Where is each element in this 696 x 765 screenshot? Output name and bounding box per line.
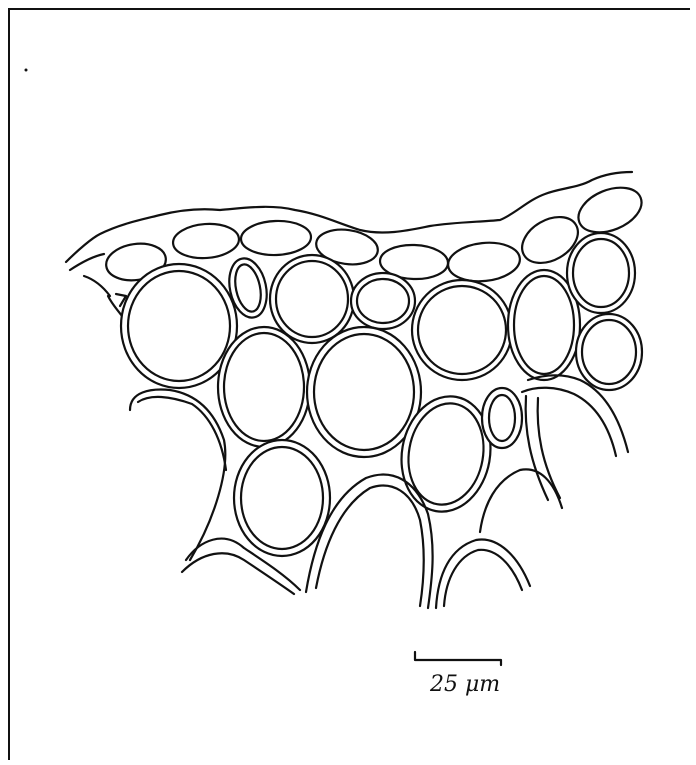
- cortex-cell-lumen: [276, 261, 348, 337]
- cortex-cell-lumen: [418, 286, 506, 374]
- edge-fragment: [84, 276, 126, 316]
- cortex-cells: [121, 233, 642, 556]
- epidermal-cell: [172, 222, 240, 261]
- cortex-cell-lumen: [314, 334, 414, 450]
- cortex-cell-lumen: [489, 395, 515, 441]
- stray-dot: [25, 69, 28, 72]
- cut-cell-wall: [480, 469, 562, 532]
- cortex-cell-lumen: [357, 279, 409, 323]
- cortex-cell-lumen: [573, 239, 629, 307]
- cut-cell-wall: [130, 390, 225, 560]
- cortex-cell-lumen: [582, 320, 636, 384]
- scale-bar-label: 25 μm: [430, 672, 500, 697]
- cut-cell-wall: [526, 396, 560, 500]
- cuticle-inner-line: [70, 254, 104, 270]
- cortex-cell-lumen: [128, 271, 230, 381]
- cut-cell-wall: [444, 550, 522, 606]
- cortex-cell-lumen: [514, 276, 574, 374]
- cut-cell-wall: [316, 486, 424, 606]
- cut-cell-wall: [182, 553, 294, 594]
- cortex-cell-lumen: [241, 447, 323, 549]
- cut-cell-wall: [138, 397, 226, 470]
- epidermal-cell: [240, 220, 311, 256]
- cortex-cell-lumen: [224, 333, 304, 441]
- epidermal-cell: [572, 179, 648, 241]
- epidermal-cell: [446, 239, 522, 284]
- scale-bar: [415, 652, 501, 665]
